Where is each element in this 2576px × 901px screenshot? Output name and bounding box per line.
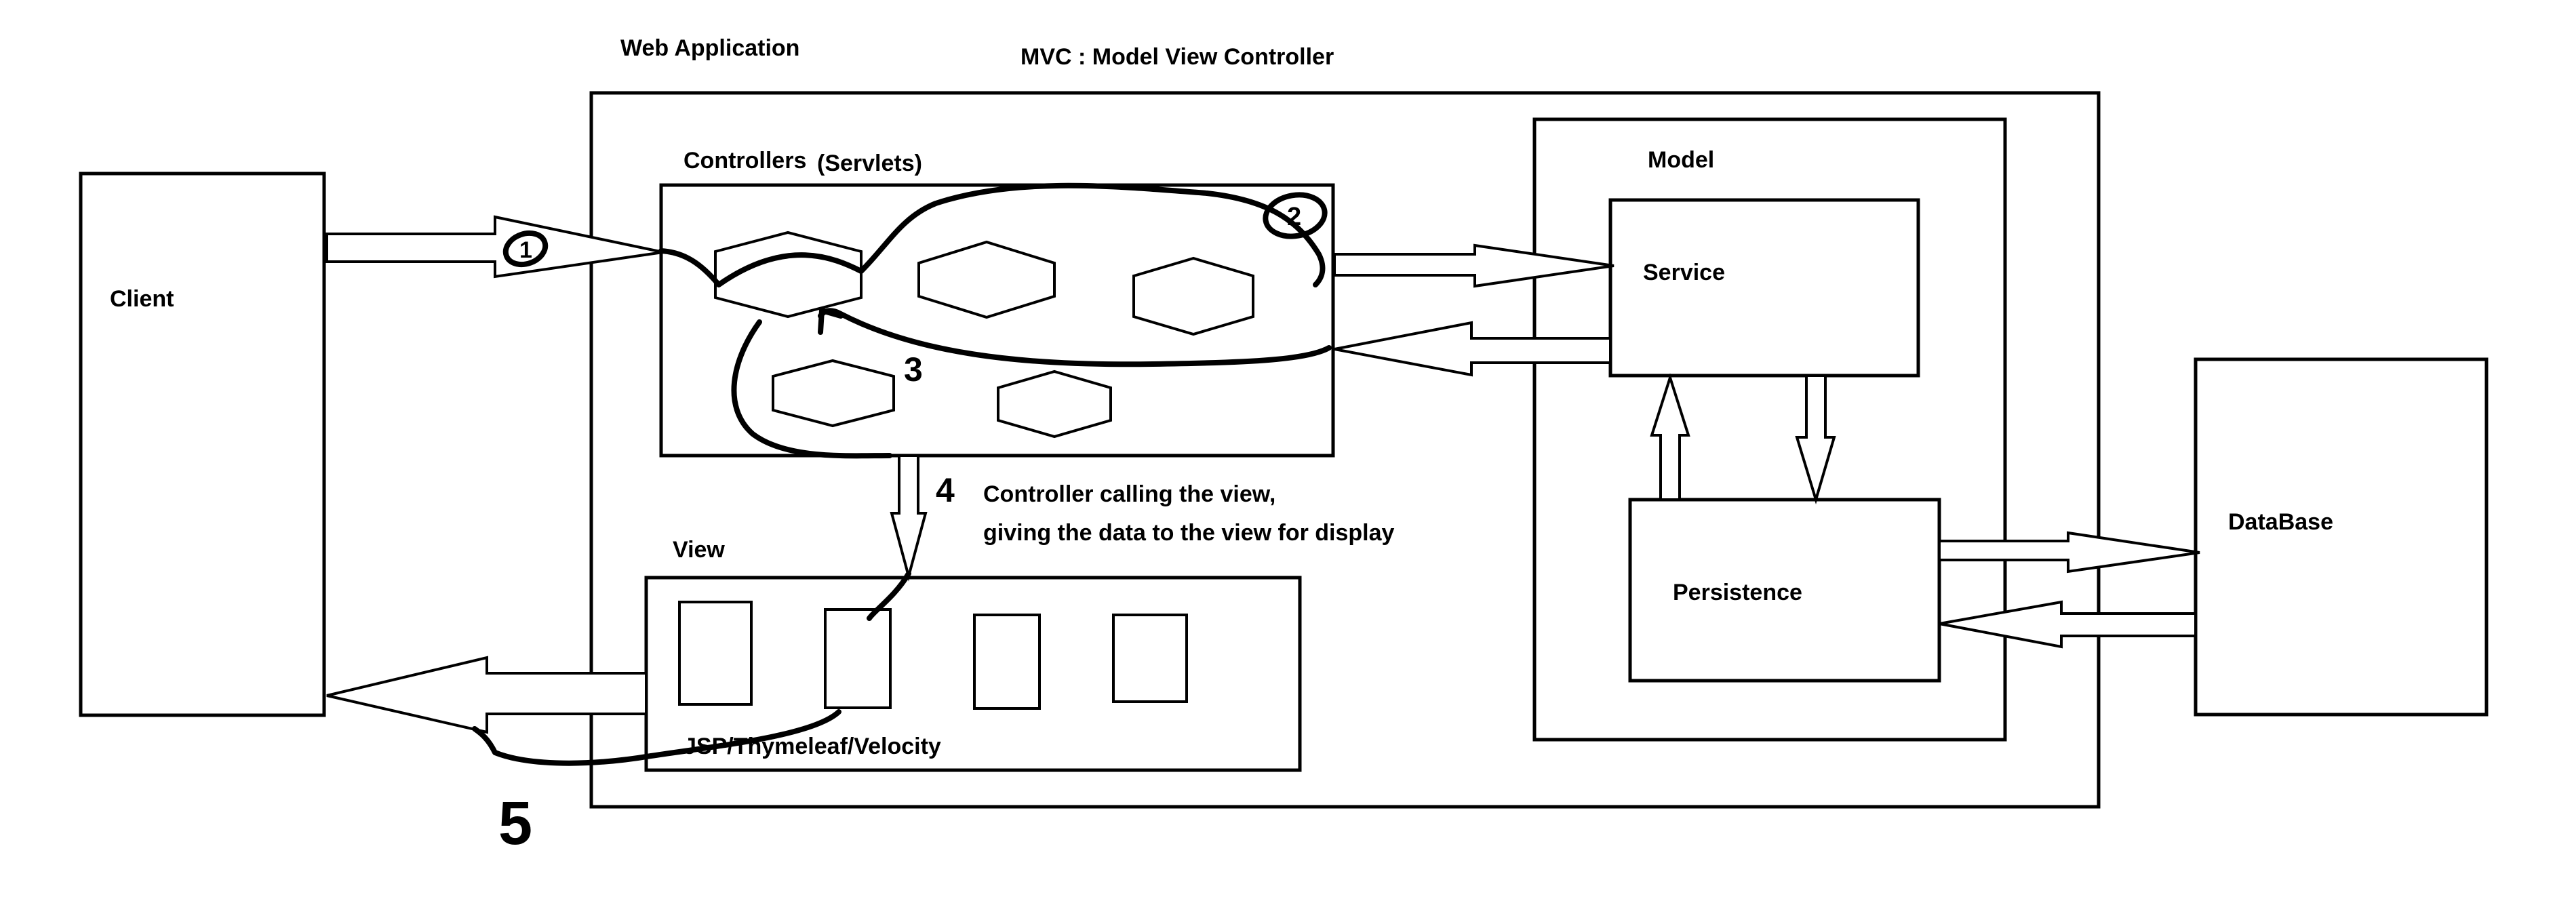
persistence-label: Persistence [1673, 580, 1802, 605]
servlets-label: (Servlets) [817, 151, 922, 176]
database-box [2194, 357, 2489, 717]
model-box [1532, 117, 2007, 742]
service-label: Service [1643, 260, 1725, 285]
response-flow-stroke [472, 709, 841, 766]
step-3-marker: 3 [904, 351, 923, 388]
mvc-title: MVC : Model View Controller [1021, 44, 1334, 70]
note-line-2: giving the data to the view for display [983, 520, 1395, 546]
view-template [1112, 614, 1188, 703]
view-dispatch-stroke [731, 319, 892, 459]
view-template [678, 601, 753, 706]
controllers-label: Controllers [683, 148, 806, 174]
return-flow-arrowhead [818, 308, 844, 335]
controller-to-service-arrow [1333, 243, 1614, 288]
controller-to-view-arrow [890, 454, 928, 582]
request-arrow [325, 215, 664, 279]
database-label: DataBase [2228, 509, 2333, 535]
svg-text:2: 2 [1287, 203, 1301, 231]
request-flow-stroke [658, 182, 1326, 287]
persistence-to-database-arrow [1938, 531, 2200, 574]
view-template [824, 608, 892, 709]
view-render-stroke [867, 571, 911, 621]
svg-text:1: 1 [519, 237, 532, 263]
service-to-controller-arrow [1334, 321, 1612, 377]
response-arrow [326, 656, 648, 734]
persistence-to-service-arrow [1650, 373, 1690, 501]
controller-hexagon [997, 369, 1112, 439]
client-label: Client [110, 286, 174, 312]
controller-hexagon [917, 240, 1056, 319]
controller-hexagon [714, 231, 863, 319]
controller-hexagon [1132, 256, 1254, 336]
note-line-1: Controller calling the view, [983, 481, 1275, 507]
view-label: View [673, 537, 725, 563]
step-5-marker: 5 [498, 790, 532, 858]
web-application-label: Web Application [620, 35, 799, 61]
step-2-marker: 2 [1263, 192, 1328, 239]
return-flow-stroke [818, 308, 1332, 367]
model-label: Model [1648, 147, 1714, 173]
controller-hexagon [772, 359, 895, 428]
database-to-persistence-arrow [1939, 600, 2197, 649]
service-box [1608, 198, 1920, 378]
controllers-box [659, 183, 1335, 458]
view-template [973, 614, 1041, 710]
web-application-container [589, 91, 2101, 809]
service-to-persistence-arrow [1795, 374, 1836, 504]
persistence-box [1628, 498, 1941, 683]
step-4-marker: 4 [936, 471, 955, 509]
client-box [79, 172, 326, 717]
step-1-marker: 1 [502, 230, 549, 268]
